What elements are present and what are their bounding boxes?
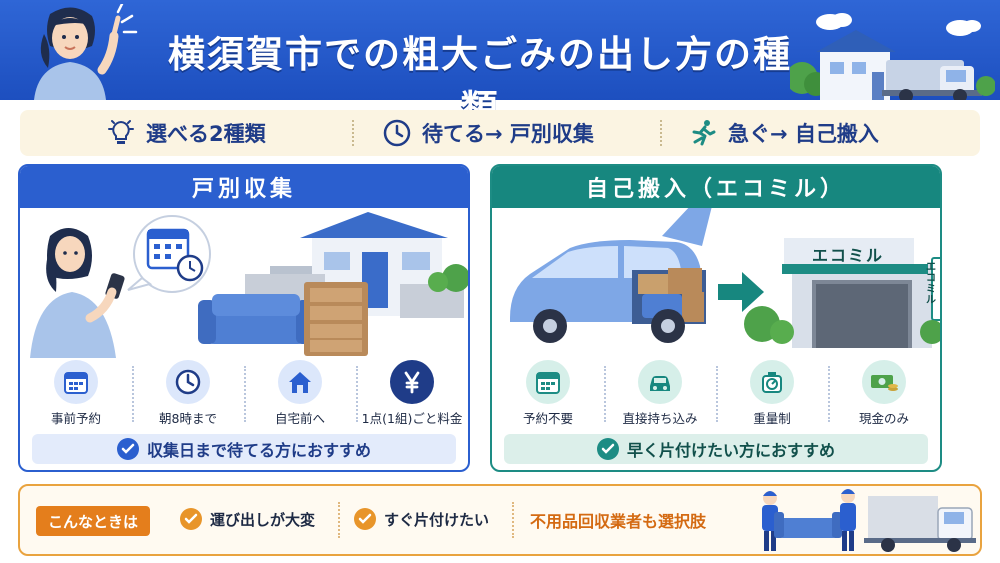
summary-item-choices: 選べる2種類 xyxy=(106,110,266,156)
lightbulb-icon xyxy=(108,120,134,144)
feature-label: 1点(1組)ごと料金 xyxy=(361,411,463,426)
strip-divider xyxy=(660,120,662,146)
recommendation-text: 早く片付けたい方におすすめ xyxy=(626,441,835,460)
check-icon xyxy=(116,438,139,460)
summary-strip: 選べる2種類 待てる→ 戸別収集 急ぐ→ 自己搬入 xyxy=(20,110,980,156)
feature-row: 予約不要 直接持ち込み 重量制 xyxy=(492,358,940,430)
feature-cash-only: 現金のみ xyxy=(828,358,940,430)
calendar-icon xyxy=(64,372,88,394)
summary-item-label: 急ぐ→ 自己搬入 xyxy=(728,122,879,146)
check-icon xyxy=(180,508,202,530)
facility-sign: エコミル xyxy=(811,246,884,265)
house-icon xyxy=(289,372,311,393)
feature-divider xyxy=(716,366,718,422)
summary-item-label: 待てる→ 戸別収集 xyxy=(422,122,594,146)
panel-title: 自己搬入（エコミル） xyxy=(492,166,940,208)
feature-direct-drop-off: 直接持ち込み xyxy=(604,358,716,430)
situation-item: すぐ片付けたい xyxy=(354,508,489,530)
feature-divider xyxy=(356,366,358,422)
feature-label: 直接持ち込み xyxy=(622,411,698,426)
feature-per-item-fee: 1点(1組)ごと料金 xyxy=(356,358,468,430)
situation-item: 運び出しが大変 xyxy=(180,508,315,530)
panel-self-delivery: 自己搬入（エコミル） エコミル エコミル xyxy=(490,164,942,472)
feature-label: 朝8時まで xyxy=(159,411,217,426)
feature-label: 重量制 xyxy=(753,411,791,426)
house-and-truck-illustration xyxy=(790,13,995,100)
feature-label: 自宅前へ xyxy=(274,411,325,426)
facility-pole-sign: エコミル xyxy=(926,262,936,306)
bottom-divider xyxy=(512,502,514,538)
recommendation-banner: 収集日まで待てる方におすすめ xyxy=(32,434,456,464)
yen-icon xyxy=(404,371,420,394)
strip-divider xyxy=(352,120,354,146)
recommendation-text: 収集日まで待てる方におすすめ xyxy=(146,441,371,460)
check-icon xyxy=(596,438,619,460)
calendar-icon xyxy=(536,372,560,394)
feature-label: 事前予約 xyxy=(50,411,101,426)
header-banner: 横須賀市での粗大ごみの出し方の種類 xyxy=(0,0,1000,130)
summary-item-label: 選べる2種類 xyxy=(146,122,266,146)
pointing-woman-illustration xyxy=(34,4,138,100)
situation-text: 運び出しが大変 xyxy=(210,510,316,529)
summary-item-wait: 待てる→ 戸別収集 xyxy=(382,110,594,156)
bottom-divider xyxy=(338,502,340,538)
recommendation-banner: 早く片付けたい方におすすめ xyxy=(504,434,928,464)
car-to-facility-illustration xyxy=(510,208,940,348)
car-icon xyxy=(650,376,670,391)
check-icon xyxy=(354,508,376,530)
feature-divider xyxy=(244,366,246,422)
clock-icon xyxy=(175,369,201,395)
bottom-tips-bar: こんなときは 運び出しが大変 すぐ片付けたい 不用品回収業者も選択肢 xyxy=(18,484,982,556)
clock-icon xyxy=(383,119,411,147)
feature-no-reservation: 予約不要 xyxy=(492,358,604,430)
panel-household-collection: 戸別収集 xyxy=(18,164,470,472)
feature-divider xyxy=(828,366,830,422)
panel-title: 戸別収集 xyxy=(20,166,468,208)
movers-with-truck-illustration xyxy=(762,489,976,552)
feature-deadline: 朝8時まで xyxy=(132,358,244,430)
feature-divider xyxy=(132,366,134,422)
situation-text: すぐ片付けたい xyxy=(384,510,490,529)
feature-weight-based: 重量制 xyxy=(716,358,828,430)
feature-label: 現金のみ xyxy=(858,411,909,426)
cash-icon xyxy=(871,375,898,391)
page-title: 横須賀市での粗大ごみの出し方の種類 xyxy=(168,33,792,130)
alternative-option-text: 不用品回収業者も選択肢 xyxy=(530,512,707,531)
feature-row: 事前予約 朝8時まで 自宅前へ xyxy=(20,358,468,430)
home-collection-illustration xyxy=(30,212,468,358)
feature-in-front-of-home: 自宅前へ xyxy=(244,358,356,430)
feature-label: 予約不要 xyxy=(522,411,573,426)
situation-tag: こんなときは xyxy=(36,506,151,536)
feature-divider xyxy=(604,366,606,422)
summary-item-hurry: 急ぐ→ 自己搬入 xyxy=(688,110,879,156)
feature-reservation: 事前予約 xyxy=(20,358,132,430)
scale-icon xyxy=(762,372,782,393)
running-person-icon xyxy=(692,120,716,146)
